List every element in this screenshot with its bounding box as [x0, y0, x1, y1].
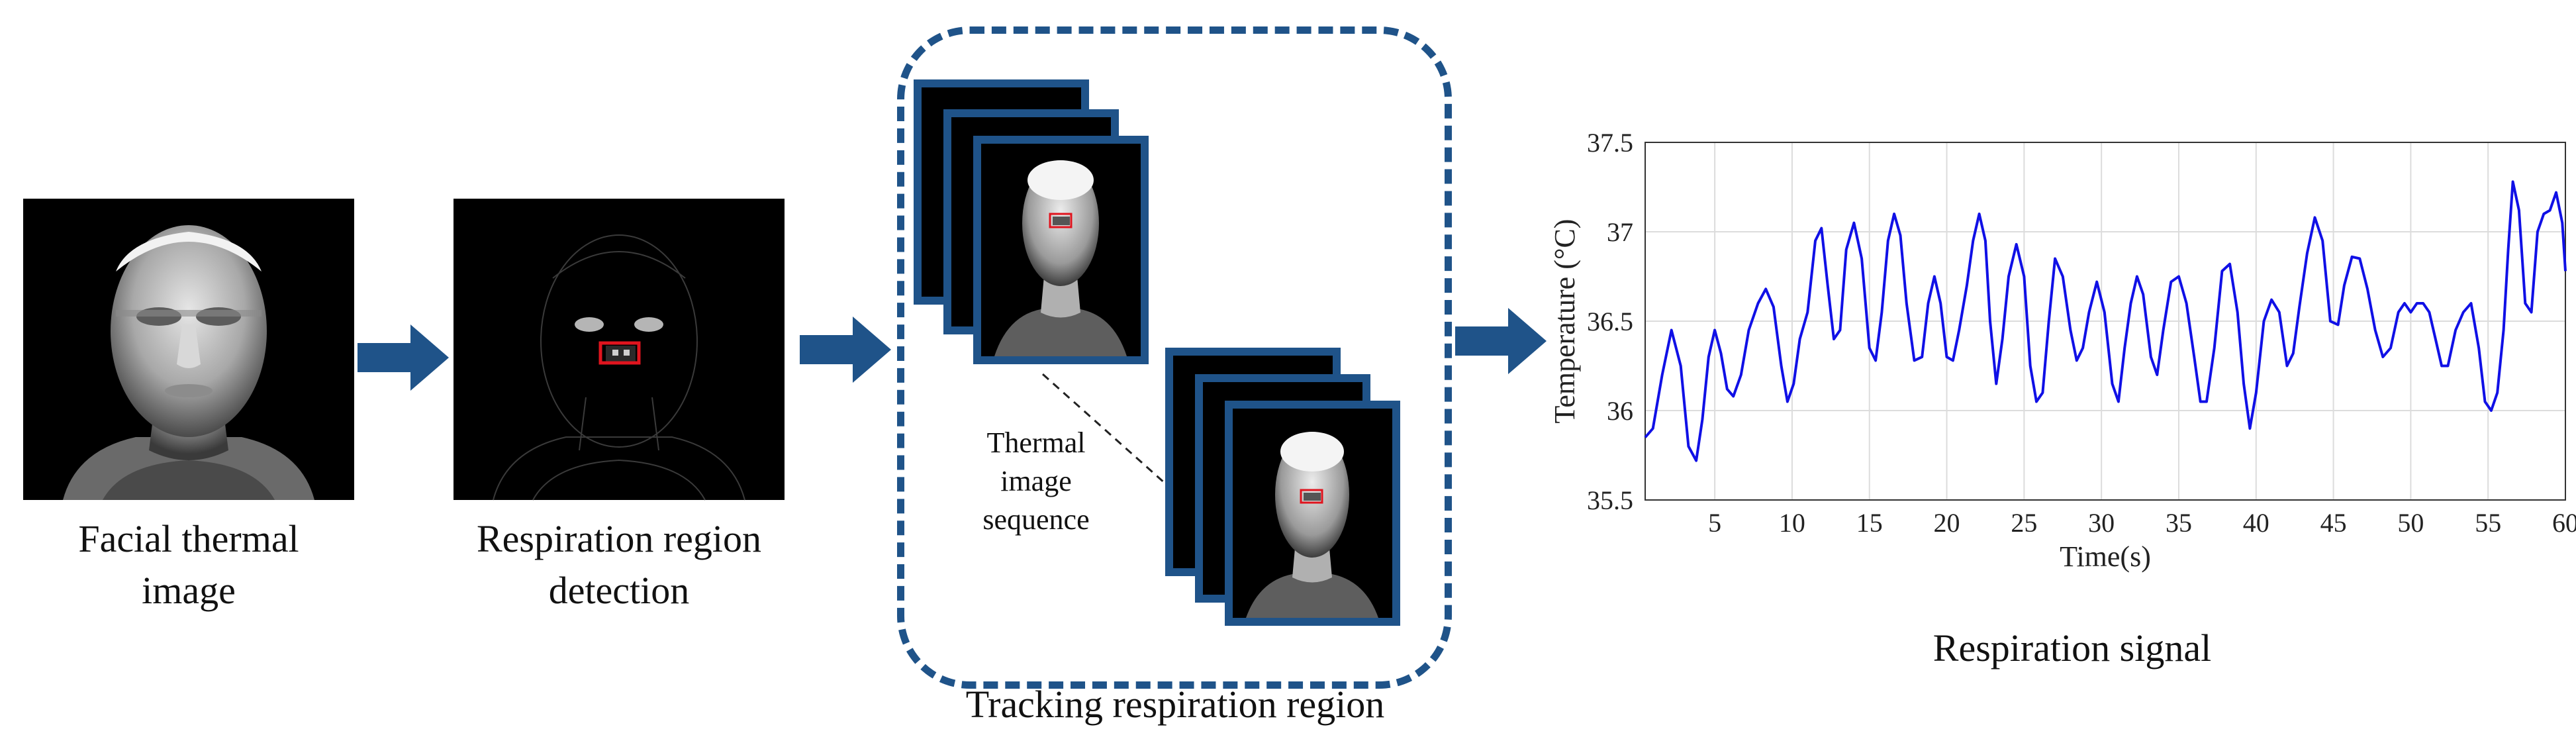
- thermal-face-graphic: [1246, 432, 1378, 618]
- sequence-label-line1: Thermal: [986, 426, 1086, 459]
- respiration-series-line: [1644, 180, 2567, 462]
- sequence-label: Thermal image sequence: [953, 424, 1119, 539]
- x-tick-label: 25: [2011, 508, 2037, 538]
- y-tick-label: 35.5: [1587, 485, 1633, 515]
- tracking-dashed-box: [897, 26, 1452, 689]
- arrow-right-icon: [800, 317, 891, 383]
- thermal-face-graphic: [994, 160, 1127, 356]
- y-tick-label: 37.5: [1587, 128, 1633, 158]
- respiration-detection-image: [453, 199, 785, 501]
- x-tick-label: 35: [2166, 508, 2192, 538]
- roi-box: [1300, 489, 1323, 504]
- x-tick-labels: 5 10 15 20 25 30 35 40 45 50 55 60: [1708, 508, 2576, 538]
- facial-thermal-image: [23, 199, 354, 500]
- x-tick-label: 10: [1779, 508, 1805, 538]
- step1-caption: Facial thermal image: [23, 513, 354, 617]
- respiration-signal-chart: 5 10 15 20 25 30 35 40 45 50 55 60 35.5 36 36.5 37 37.5…: [1549, 128, 2576, 573]
- step1-caption-line1: Facial thermal: [78, 517, 299, 560]
- arrow-right-icon: [358, 324, 449, 391]
- sequence-frame-front: [1225, 401, 1400, 626]
- sequence-label-line3: sequence: [982, 503, 1090, 536]
- roi-box: [1049, 213, 1073, 228]
- x-axis-label: Time(s): [2060, 540, 2151, 573]
- y-tick-labels: 35.5 36 36.5 37 37.5: [1587, 128, 1633, 515]
- x-tick-label: 15: [1856, 508, 1883, 538]
- x-tick-label: 45: [2320, 508, 2347, 538]
- step4-caption: Respiration signal: [1932, 626, 2212, 670]
- step2-caption-line2: detection: [548, 569, 690, 612]
- x-tick-label: 40: [2243, 508, 2269, 538]
- y-tick-label: 36.5: [1587, 307, 1633, 336]
- x-tick-label: 55: [2475, 508, 2501, 538]
- y-tick-label: 37: [1607, 217, 1633, 247]
- x-tick-label: 60: [2552, 508, 2576, 538]
- y-axis-label: Temperature (°C): [1549, 219, 1581, 424]
- roi-box: [598, 341, 641, 365]
- step3-caption: Tracking respiration region: [965, 683, 1385, 726]
- plot-frame: [1645, 142, 2566, 501]
- sequence-label-line2: image: [1000, 465, 1072, 497]
- x-tick-label: 20: [1934, 508, 1960, 538]
- x-tick-label: 5: [1708, 508, 1721, 538]
- y-tick-label: 36: [1607, 396, 1633, 426]
- step2-caption: Respiration region detection: [437, 513, 801, 617]
- x-tick-label: 30: [2088, 508, 2115, 538]
- sequence-frame-front: [973, 136, 1149, 364]
- thermal-face-graphic: [63, 225, 314, 500]
- arrow-right-icon: [1455, 308, 1547, 374]
- edge-face-graphic: [493, 234, 745, 501]
- step2-caption-line1: Respiration region: [476, 517, 762, 560]
- step1-caption-line2: image: [142, 569, 236, 612]
- x-tick-label: 50: [2397, 508, 2424, 538]
